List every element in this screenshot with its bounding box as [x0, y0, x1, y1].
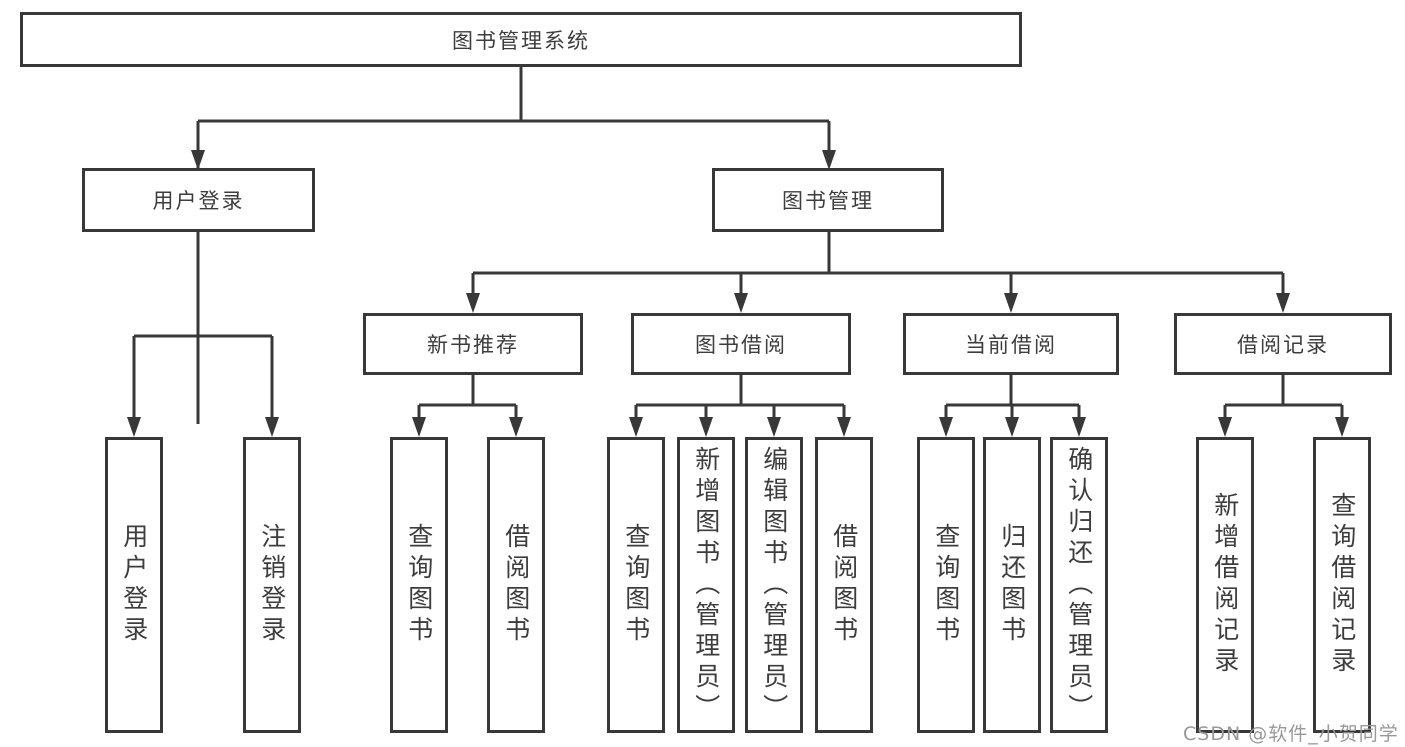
- leaf-query-borrow-record: 查询借阅记录: [1313, 437, 1371, 733]
- leaf-label: 编辑图书（管理员）: [759, 445, 789, 725]
- leaf-label: 查询图书: [621, 523, 651, 647]
- node-label: 图书借阅: [695, 333, 787, 357]
- leaf-label: 确认归还（管理员）: [1064, 445, 1094, 725]
- node-user-login-module: 用户登录: [82, 168, 315, 232]
- node-label: 当前借阅: [965, 333, 1057, 357]
- leaf-label: 借阅图书: [829, 523, 859, 647]
- leaf-query-books: 查询图书: [607, 437, 665, 733]
- arrowheads: [127, 150, 1349, 437]
- leaf-query-books: 查询图书: [917, 437, 975, 733]
- leaf-label: 查询图书: [931, 523, 961, 647]
- leaf-logout: 注销登录: [243, 437, 301, 733]
- csdn-watermark: CSDN @软件_小贺同学: [1183, 723, 1399, 745]
- leaf-add-borrow-record: 新增借阅记录: [1196, 437, 1254, 733]
- leaf-edit-books-admin: 编辑图书（管理员）: [745, 437, 803, 733]
- node-label: 用户登录: [152, 189, 245, 213]
- node-borrowing-records: 借阅记录: [1174, 313, 1392, 375]
- node-current-borrowing: 当前借阅: [903, 313, 1119, 375]
- node-book-borrowing: 图书借阅: [631, 313, 851, 375]
- node-label: 新书推荐: [427, 333, 519, 357]
- node-label: 图书管理: [782, 189, 874, 213]
- node-label: 借阅记录: [1237, 333, 1329, 357]
- leaf-add-books-admin: 新增图书（管理员）: [677, 437, 735, 733]
- leaf-label: 查询图书: [404, 523, 434, 647]
- leaf-label: 新增借阅记录: [1210, 492, 1240, 678]
- leaf-return-books: 归还图书: [983, 437, 1041, 733]
- leaf-confirm-return-admin: 确认归还（管理员）: [1050, 437, 1108, 733]
- leaf-label: 借阅图书: [501, 523, 531, 647]
- leaf-label: 归还图书: [997, 523, 1027, 647]
- leaf-borrow-books: 借阅图书: [815, 437, 873, 733]
- node-new-book-recommendation: 新书推荐: [363, 313, 583, 375]
- node-root-label: 图书管理系统: [452, 28, 590, 53]
- leaf-user-login: 用户登录: [105, 437, 163, 733]
- node-root-system: 图书管理系统: [20, 12, 1022, 67]
- leaf-label: 用户登录: [119, 523, 149, 647]
- leaf-query-books: 查询图书: [390, 437, 448, 733]
- leaf-label: 新增图书（管理员）: [691, 445, 721, 725]
- leaf-borrow-books: 借阅图书: [487, 437, 545, 733]
- node-book-management-module: 图书管理: [712, 168, 944, 232]
- leaf-label: 注销登录: [257, 523, 287, 647]
- leaf-label: 查询借阅记录: [1327, 492, 1357, 678]
